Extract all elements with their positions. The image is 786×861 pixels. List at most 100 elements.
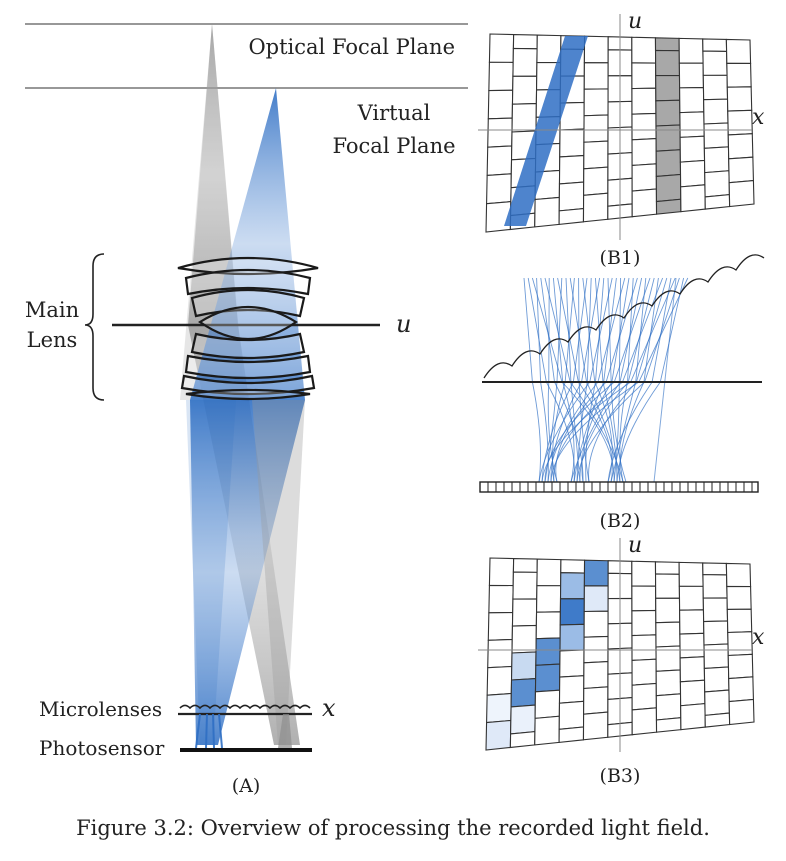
b1-cell [558, 181, 585, 212]
b2-ray [594, 277, 618, 483]
b1-cell [631, 36, 657, 64]
b3-cell [560, 559, 586, 574]
b3-cell [679, 632, 705, 659]
b1-cell [726, 86, 753, 112]
b3-cell [534, 715, 560, 746]
b1-cell [703, 146, 730, 174]
b3-cell [583, 610, 609, 638]
b3-cell [703, 620, 729, 646]
photosensor-label: Photosensor [39, 736, 165, 760]
b1-cell [511, 103, 537, 133]
b1-cell [512, 47, 538, 77]
b1-cell [654, 37, 680, 52]
b3-cell [704, 712, 731, 728]
b1-cell [703, 122, 730, 149]
b1-cell [678, 62, 705, 89]
b3-cell [678, 585, 705, 611]
b1-cell [728, 156, 754, 184]
b1-cell [655, 173, 682, 203]
b3-cell [558, 675, 585, 704]
b3-cell [535, 611, 561, 640]
b3-cell [631, 707, 658, 736]
b1-cell [680, 184, 706, 213]
figure-caption: Figure 3.2: Overview of processing the r… [76, 816, 710, 840]
b3-cell [487, 611, 514, 641]
b2-ray [550, 277, 689, 483]
b1-cell [558, 207, 585, 225]
b3-cell [655, 693, 682, 721]
b1-cell [559, 128, 585, 158]
b1-cell [702, 74, 729, 101]
b3-cell [631, 682, 657, 711]
b3-cell [485, 719, 512, 751]
b3-cell [678, 561, 704, 587]
panel-a-label: (A) [232, 775, 261, 797]
b3-cell [583, 585, 609, 613]
b3-x-label: x [752, 625, 765, 650]
b1-cell [679, 159, 706, 188]
b1-blue-band [504, 36, 588, 226]
b1-cell [536, 34, 562, 64]
b3-cell [559, 649, 585, 678]
b3-cell [488, 557, 515, 587]
b3-cell [631, 634, 657, 661]
b3-cell [654, 561, 680, 575]
b1-cell [582, 192, 609, 223]
panel-b3-label: (B3) [600, 765, 641, 787]
b2-ray [550, 277, 601, 483]
b2-stray-ray [653, 277, 677, 483]
b1-cell [488, 33, 515, 63]
b2-ray [607, 277, 672, 483]
b2-sensor-strip [479, 481, 759, 493]
b1-cell [727, 109, 753, 136]
b1-cell [655, 149, 682, 177]
main-lens-bracket [84, 253, 105, 401]
b1-ray-space-grid [485, 33, 755, 233]
b1-cell [679, 86, 705, 114]
b3-cell [702, 574, 728, 599]
b1-cell [511, 75, 538, 105]
b1-cell [702, 38, 728, 52]
b3-cell [558, 726, 585, 743]
b3-cell [704, 689, 730, 716]
b2-ray [538, 277, 613, 483]
b3-cell [725, 562, 752, 588]
b1-cell [583, 140, 609, 170]
b1-cell [488, 61, 514, 92]
b3-cell [510, 704, 536, 735]
b3-cell [703, 643, 730, 670]
microlens-array [179, 704, 311, 710]
b3-cell [703, 666, 730, 693]
b1-cell [704, 194, 731, 210]
b1-cell [583, 114, 609, 143]
b1-cell [725, 38, 752, 64]
b3-cell [512, 557, 538, 573]
b2-ray [523, 277, 541, 483]
b1-cell [631, 138, 657, 167]
b3-cell [583, 661, 609, 690]
b1-cell [702, 50, 728, 76]
b1-cell [655, 99, 681, 127]
optical-focal-plane-label: Optical Focal Plane [248, 35, 455, 59]
b3-cell [510, 677, 537, 708]
panel-b3-diagram: u x (B3) [478, 533, 765, 787]
b3-cell [535, 585, 562, 613]
b2-ray [541, 277, 676, 483]
b2-ray [576, 277, 680, 483]
b2-ray [555, 277, 638, 483]
b2-ray [616, 277, 685, 483]
b1-cell [583, 35, 609, 64]
b1-cell [487, 89, 514, 120]
x-axis-label-main: x [322, 694, 336, 722]
b1-cell [534, 196, 560, 228]
b1-cell [704, 170, 730, 198]
b3-cell [728, 698, 755, 726]
b1-cell [631, 188, 658, 218]
b3-u-label: u [628, 533, 642, 558]
b1-cell [727, 133, 754, 160]
b1-cell [512, 33, 538, 50]
blue-ray-cone [186, 88, 305, 745]
main-lens-label-1: Main [25, 298, 79, 322]
b3-cell [558, 700, 585, 730]
b1-cell [655, 74, 681, 102]
